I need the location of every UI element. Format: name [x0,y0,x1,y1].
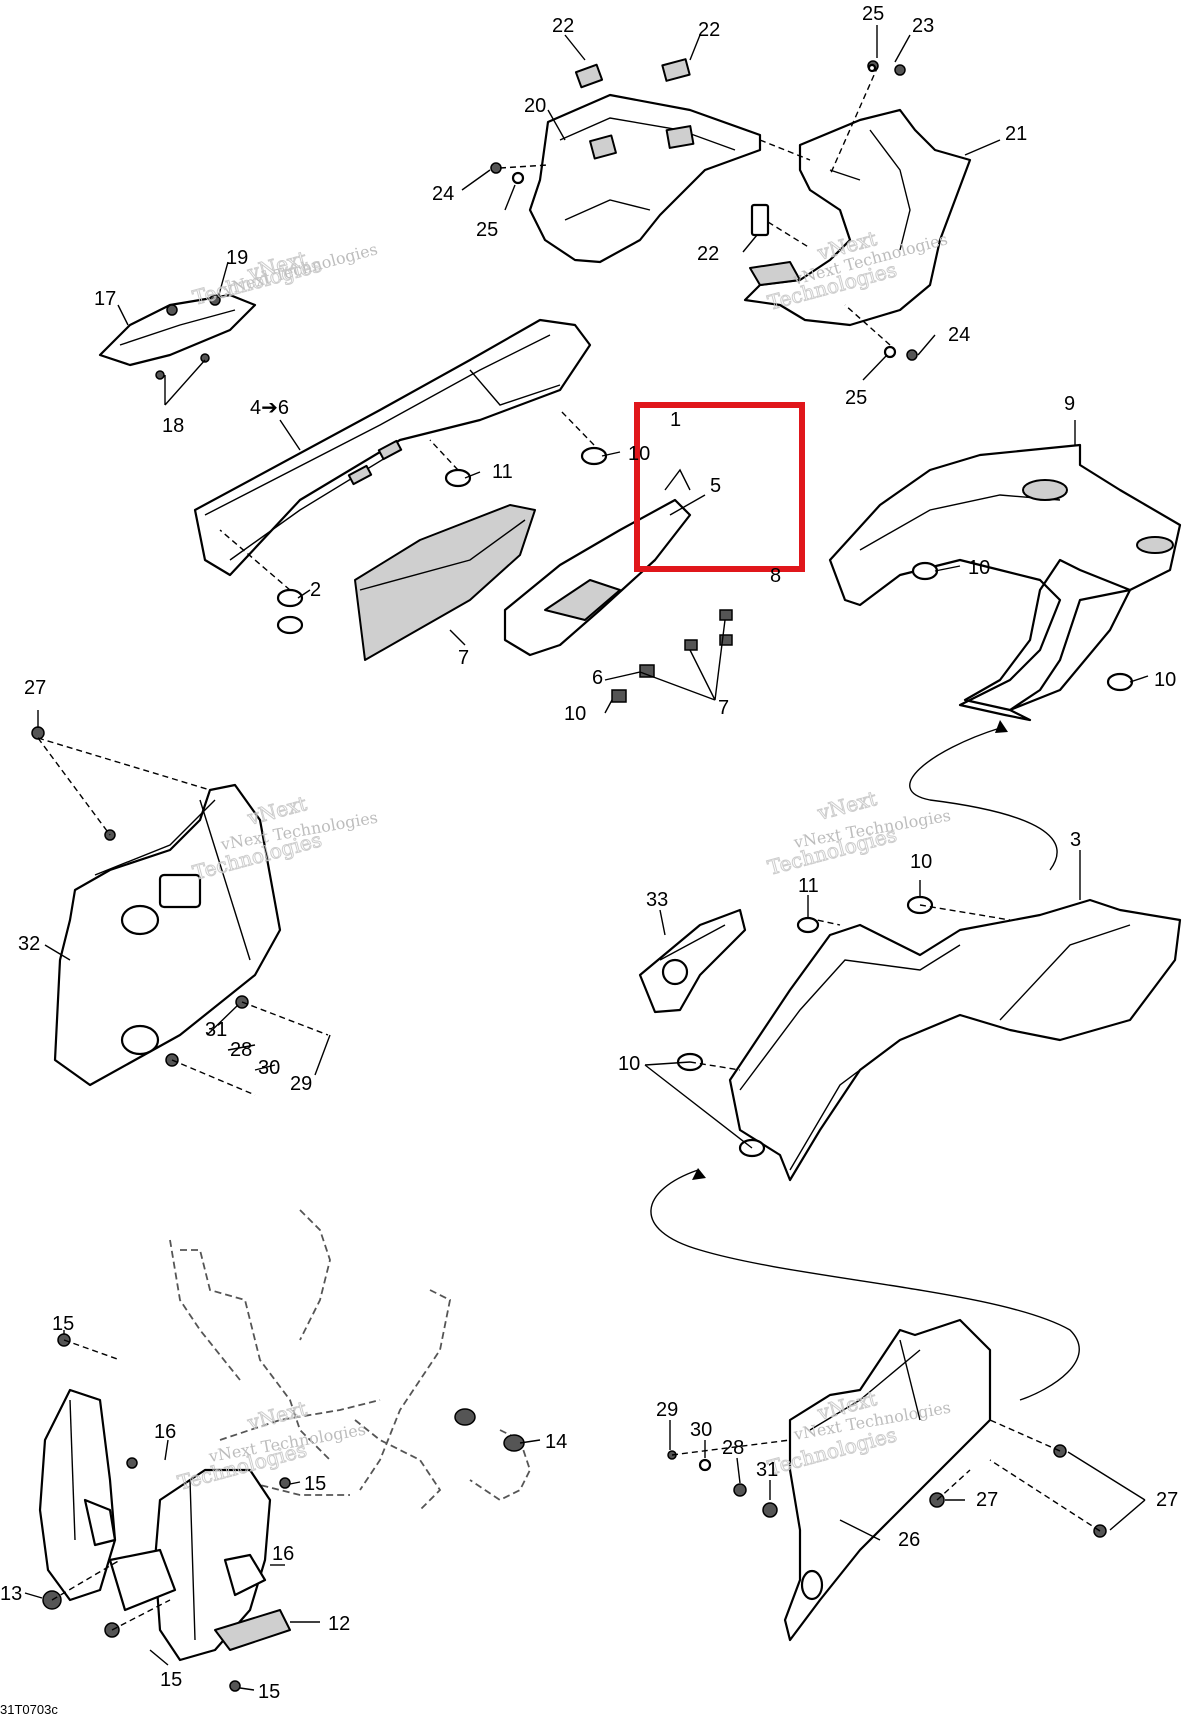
watermarks: vNext Technologies vNext Technologies vN… [175,226,953,1496]
frame-dashed [169,1209,531,1511]
watermark-text: vNext [244,1396,309,1435]
callout-30b: 30 [690,1419,712,1441]
callout-7b: 10 [564,703,586,725]
callout-15c: 15 [160,1669,182,1691]
callout-18: 18 [162,415,184,437]
callout-22c: 22 [697,243,719,265]
flow-arrows [650,720,1080,1401]
callout-15b: 15 [304,1473,326,1495]
callout-22b: 22 [698,19,720,41]
callout-16a: 16 [154,1421,176,1443]
callout-11b: 11 [798,875,819,897]
callout-24b: 24 [948,324,970,346]
callout-16b: 16 [272,1543,294,1565]
callout-27c: 27 [1156,1489,1178,1511]
part-17-bracket [98,293,257,380]
callout-28a: 28 [230,1039,252,1061]
callout-5: 5 [710,475,721,497]
callout-8: 8 [770,565,781,587]
leader-lines [24,25,1149,1691]
part-3-fender-right [728,898,1182,1182]
callout-28b: 28 [722,1437,744,1459]
callout-25c: 25 [845,387,867,409]
callout-2: 7 [458,647,469,669]
callout-22a: 22 [552,15,574,37]
part-32-bracket [31,726,282,1087]
callout-10d: 2 [310,579,321,601]
callout-26: 26 [898,1529,920,1551]
callout-15a: 15 [52,1313,74,1335]
callout-labels: 22 22 25 23 20 21 24 25 22 24 25 19 17 1… [0,3,1178,1703]
callout-3: 3 [1070,829,1081,851]
part-4-fender-left [193,318,592,577]
dashed-assembly-lines [37,65,1101,1631]
callout-29a: 29 [290,1073,312,1095]
callout-23: 23 [912,15,934,37]
callout-31b: 31 [756,1459,778,1481]
callout-20: 20 [524,95,546,117]
highlight-box [634,402,805,572]
callout-13: 13 [0,1583,22,1605]
part-33-bracket [638,908,747,1014]
callout-27a: 27 [24,677,46,699]
callout-14: 14 [545,1431,567,1453]
callout-10f: 10 [618,1053,640,1075]
callout-32: 32 [18,933,40,955]
callout-10b: 10 [968,557,990,579]
callout-24a: 24 [432,183,454,205]
callout-30a: 30 [258,1057,280,1079]
part-2-panel [354,504,536,661]
callout-33: 33 [646,889,668,911]
part-9-cover [828,443,1182,722]
callout-31a: 31 [205,1019,227,1041]
callout-29b: 29 [656,1399,678,1421]
callout-10e: 10 [910,851,932,873]
callout-9: 9 [1064,393,1075,415]
callout-27b: 27 [976,1489,998,1511]
callout-10a: 10 [628,443,650,465]
callout-19: 19 [226,247,248,269]
callout-25a: 25 [862,3,884,25]
callout-7a: 6 [592,667,603,689]
part-12-bracket [108,1468,291,1662]
callout-11a: 11 [492,461,513,483]
part-13-bracket [38,1388,117,1602]
callout-6: 7 [718,697,729,719]
part-21-cover [743,108,972,327]
callout-12: 12 [328,1613,350,1635]
callout-1: 1 [670,409,681,431]
callout-4-6: 4➔6 [250,397,289,419]
callout-10c: 10 [1154,669,1176,691]
part-20-tray [528,58,762,264]
part-5-bracket [503,468,692,657]
callout-25b: 25 [476,219,498,241]
callout-17: 17 [94,288,116,310]
callout-21: 21 [1005,123,1027,145]
callout-15d: 15 [258,1681,280,1703]
drawing-code: 31T0703c [0,1702,58,1717]
part-26-panel [783,1318,992,1642]
